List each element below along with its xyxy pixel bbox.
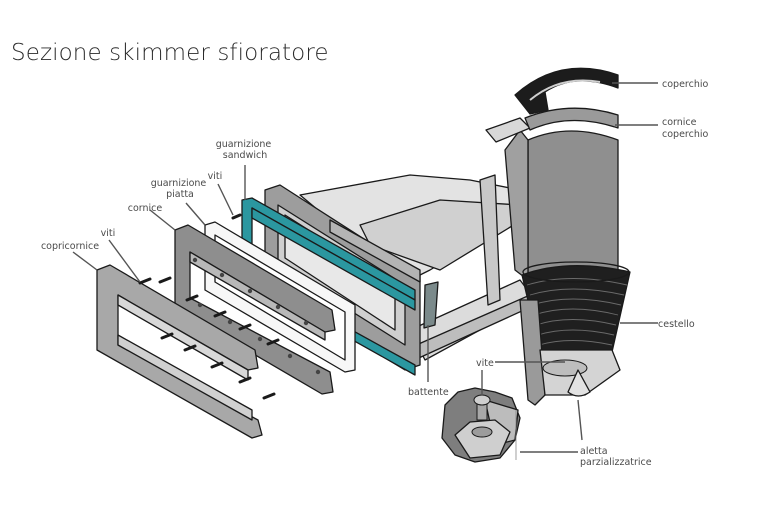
guarnizione-sandwich-part (241, 197, 416, 376)
label-cornice: cornice (128, 203, 163, 214)
bottom-housing (519, 299, 621, 406)
skimmer-cylinder (485, 117, 619, 294)
label-guarnizione-piatta: guarnizione piatta (151, 178, 210, 200)
screws (138, 213, 280, 400)
copricornice-part (96, 264, 263, 439)
leader-lines (72, 82, 658, 453)
label-vite: vite (476, 358, 494, 369)
label-cestello: cestello (658, 319, 695, 330)
label-guarnizione-sandwich: guarnizione sandwich (216, 139, 275, 161)
label-battente: battente (408, 387, 449, 398)
coperchio-part (514, 67, 619, 115)
label-viti-top: viti (208, 171, 223, 182)
label-aletta-parzializzatrice: aletta parzializzatrice (580, 446, 652, 468)
cornice-part (174, 224, 336, 395)
diagram-title: Sezione skimmer sfioratore (11, 40, 329, 66)
cestello-part (521, 261, 631, 360)
label-cornice-coperchio: cornice coperchio (662, 117, 708, 140)
label-copricornice: copricornice (41, 241, 99, 252)
cornice-coperchio-part (524, 107, 619, 131)
label-coperchio: coperchio (662, 79, 708, 90)
label-viti-left: viti (101, 228, 116, 239)
aletta-parzializzatrice-part (441, 387, 521, 463)
